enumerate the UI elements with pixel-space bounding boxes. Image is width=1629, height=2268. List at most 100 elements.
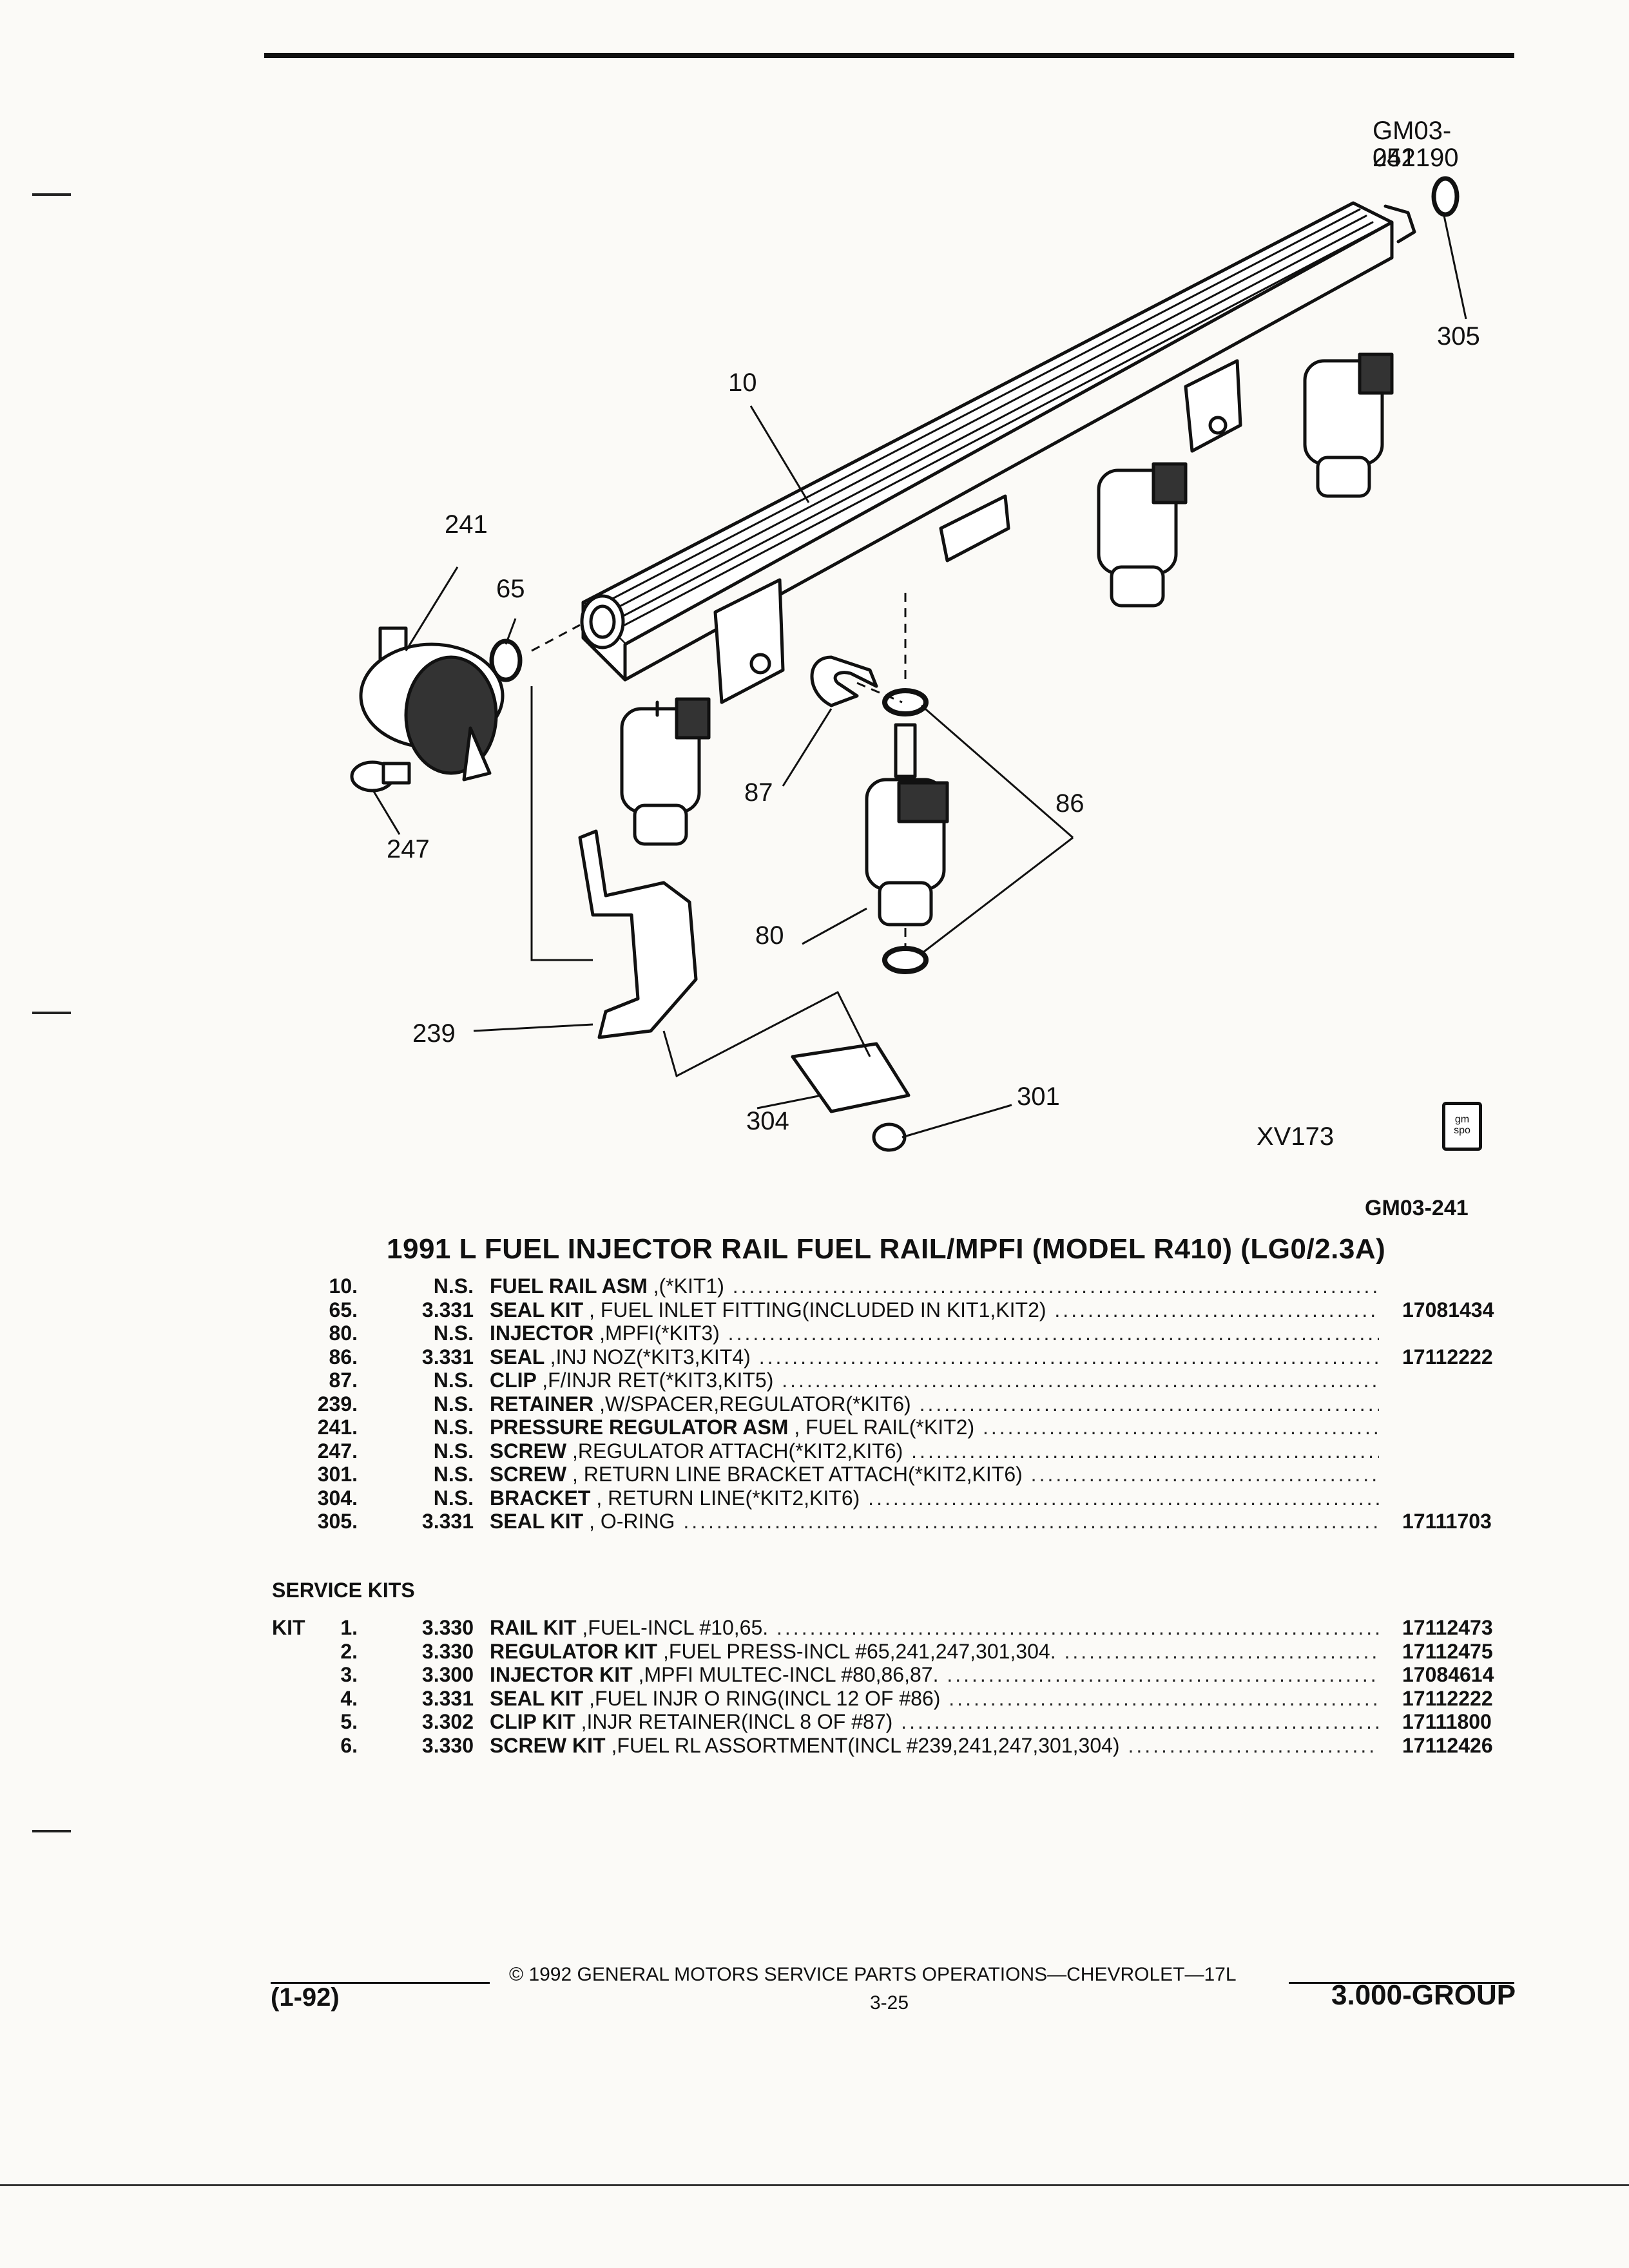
page-title: 1991 L FUEL INJECTOR RAIL FUEL RAIL/MPFI… [387,1233,1386,1265]
part-number: 17084614 [1402,1663,1494,1686]
part-name: SCREW [490,1439,567,1463]
part-number: 17112475 [1402,1639,1493,1663]
part-name: SEAL KIT [490,1686,584,1710]
group-label: 3.000-GROUP [1331,1979,1516,2011]
page-number: 3-25 [870,1992,909,2013]
leader-dots: ........................................… [683,1510,1379,1533]
item-number: 2. [340,1639,358,1663]
callout-87: 87 [744,778,773,807]
item-number: 239. [317,1392,358,1416]
item-number: 5. [340,1710,358,1733]
leader-dots: ........................................… [911,1439,1379,1463]
group-number: N.S. [433,1369,474,1392]
callout-305: 305 [1437,322,1480,351]
return-line-bracket-drawing [791,1042,911,1113]
retainer-bracket-drawing [578,829,698,1039]
group-number: 3.300 [421,1663,474,1686]
part-detail: ,FUEL PRESS-INCL #65,241,247,301,304. [663,1639,1056,1663]
part-name: SEAL KIT [490,1298,584,1321]
exploded-parts-diagram [350,176,1467,1152]
item-number: 6. [340,1733,358,1757]
group-number: N.S. [433,1321,474,1345]
group-number: N.S. [433,1486,474,1510]
part-description: CLIP KIT ,INJR RETAINER(INCL 8 OF #87) .… [490,1710,1379,1734]
group-number: 3.331 [421,1345,474,1369]
part-description: INJECTOR KIT ,MPFI MULTEC-INCL #80,86,87… [490,1663,1379,1687]
part-description: CLIP ,F/INJR RET(*KIT3,KIT5) ...........… [490,1369,1379,1392]
part-detail: ,F/INJR RET(*KIT3,KIT5) [542,1369,774,1392]
footer-rule-left [271,1982,490,1984]
callout-301: 301 [1017,1082,1060,1111]
part-description: SEAL KIT , O-RING ......................… [490,1510,1379,1533]
part-number: 17112473 [1402,1616,1493,1639]
part-number: 17111800 [1402,1710,1492,1733]
table-row: 241.N.S.PRESSURE REGULATOR ASM , FUEL RA… [0,1416,1629,1439]
item-number: 304. [317,1486,358,1510]
item-number: 65. [329,1298,358,1321]
part-name: CLIP KIT [490,1710,575,1733]
clip-drawing [810,655,878,707]
gm-spo-logo-icon: gm spo [1442,1102,1482,1151]
part-name: INJECTOR [490,1321,594,1345]
part-description: PRESSURE REGULATOR ASM , FUEL RAIL(*KIT2… [490,1416,1379,1439]
part-description: INJECTOR ,MPFI(*KIT3) ..................… [490,1321,1379,1345]
part-description: SEAL ,INJ NOZ(*KIT3,KIT4) ..............… [490,1345,1379,1369]
leader-dots: ........................................… [868,1486,1379,1510]
part-detail: ,FUEL RL ASSORTMENT(INCL #239,241,247,30… [611,1733,1120,1757]
table-row: 2. 3.330 REGULATOR KIT ,FUEL PRESS-INCL #6… [0,1640,1629,1663]
table-row: 5. 3.302 CLIP KIT ,INJR RETAINER(INCL 8 OF… [0,1710,1629,1733]
leader-dots: ........................................… [728,1321,1379,1345]
header-code: GM03-241 [1373,117,1452,172]
group-number: N.S. [433,1274,474,1298]
item-number: 86. [329,1345,358,1369]
kit-label: KIT [272,1616,305,1639]
part-name: SEAL KIT [490,1510,584,1533]
seal-inlet-drawing [489,639,523,682]
callout-80: 80 [755,921,784,950]
seal-lower-drawing [882,946,929,974]
table-row: 301.N.S.SCREW , RETURN LINE BRACKET ATTA… [0,1463,1629,1486]
table-row: 3. 3.300 INJECTOR KIT ,MPFI MULTEC-INCL #8… [0,1663,1629,1686]
seal-upper-drawing [882,688,929,716]
footer-rule-right [1289,1982,1514,1984]
copyright-text: © 1992 GENERAL MOTORS SERVICE PARTS OPER… [509,1964,1237,1985]
callout-86: 86 [1055,789,1084,818]
part-detail: , FUEL RAIL(*KIT2) [794,1416,975,1439]
part-number: 17111703 [1402,1510,1492,1533]
leader-dots: ........................................… [758,1345,1379,1369]
item-number: 1. [340,1616,358,1639]
table-row: 87. N.S. CLIP ,F/INJR RET(*KIT3,KIT5) ....… [0,1369,1629,1392]
callout-247: 247 [387,835,430,863]
part-name: SCREW [490,1463,567,1486]
screw-301-drawing [872,1122,907,1152]
item-number: 247. [317,1439,358,1463]
table-row: 10.N.S.FUEL RAIL ASM ,(*KIT1) ..........… [0,1274,1629,1298]
callout-241: 241 [445,510,488,539]
group-number: 3.330 [421,1639,474,1663]
part-detail: ,MPFI(*KIT3) [599,1321,720,1345]
leader-dots: ........................................… [947,1663,1379,1686]
part-detail: ,(*KIT1) [653,1274,724,1298]
top-rule [264,53,1514,58]
part-detail: ,INJ NOZ(*KIT3,KIT4) [550,1345,751,1369]
part-name: PRESSURE REGULATOR ASM [490,1416,789,1439]
part-detail: , O-RING [589,1510,675,1533]
leader-dots: ........................................… [1030,1463,1379,1486]
item-number: 3. [340,1663,358,1686]
bottom-rule [0,2184,1629,2186]
injector-right-2-drawing [1303,352,1394,498]
group-number: 3.331 [421,1510,474,1533]
injector-right-1-drawing [1097,462,1188,608]
pressure-regulator-drawing [359,626,505,782]
group-number: 3.330 [421,1733,474,1757]
part-detail: ,INJR RETAINER(INCL 8 OF #87) [581,1710,893,1733]
part-detail: ,W/SPACER,REGULATOR(*KIT6) [599,1392,911,1416]
callout-239: 239 [412,1019,456,1048]
leader-dots: ........................................… [1128,1733,1379,1757]
item-number: 87. [329,1369,358,1392]
part-detail: , RETURN LINE BRACKET ATTACH(*KIT2,KIT6) [572,1463,1023,1486]
part-name: REGULATOR KIT [490,1639,658,1663]
group-number: 3.302 [421,1710,474,1733]
